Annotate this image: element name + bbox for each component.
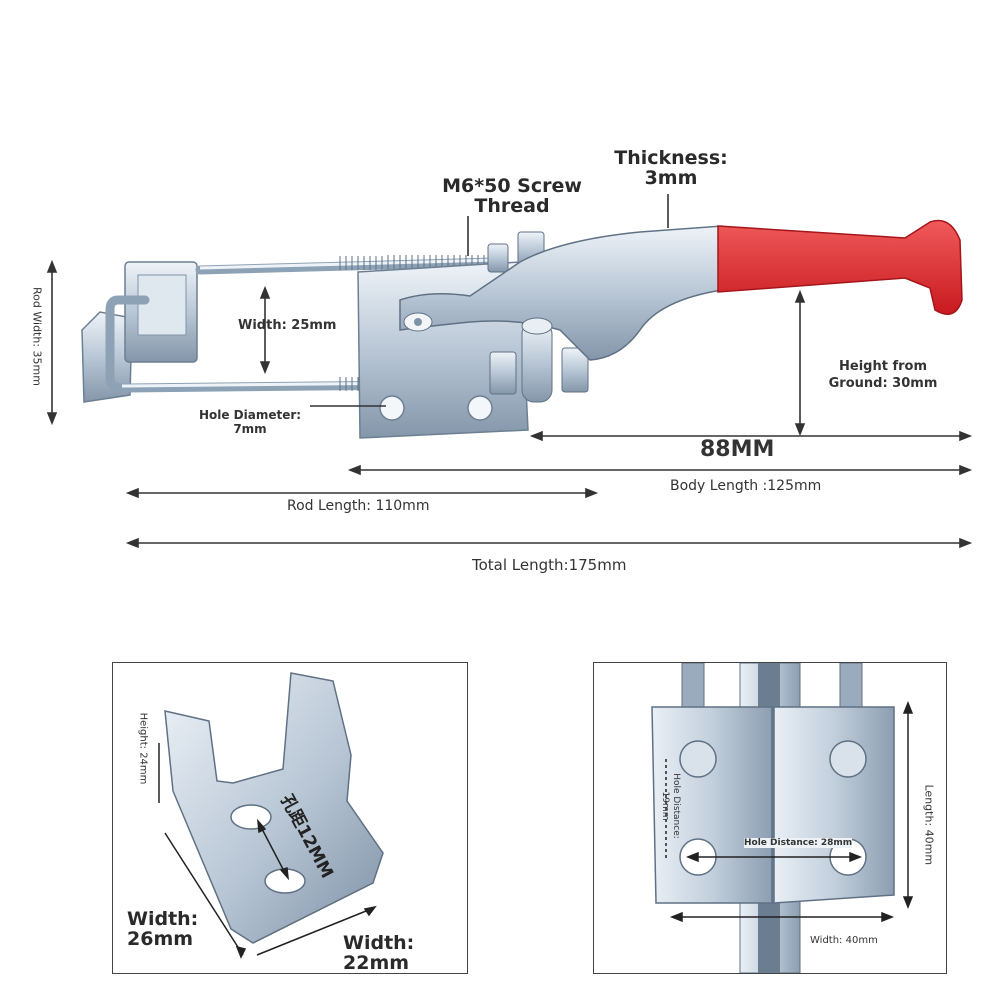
hole-distance-19-label: Hole Distance: 19mm	[659, 768, 681, 844]
thickness-line2: 3mm	[644, 167, 698, 189]
rod-width-label: Rod Width: 35mm	[30, 287, 44, 386]
hook-detail-panel: Height: 24mm 孔距12MM Width: 26mm Width: 2…	[112, 662, 468, 974]
height-line1: Height from	[839, 359, 927, 374]
screw-thread-line2: Thread	[474, 195, 550, 217]
thickness-label: Thickness: 3mm	[606, 148, 736, 188]
length-88-label: 88MM	[700, 437, 775, 462]
screw-thread-line1: M6*50 Screw	[442, 175, 582, 197]
body-length-label: Body Length :125mm	[670, 478, 822, 494]
hole-diameter-line2: 7mm	[233, 422, 267, 436]
hook-detail-illustration	[158, 672, 384, 959]
base-length-label: Length: 40mm	[922, 784, 936, 866]
lever	[399, 225, 723, 361]
height-label: Height from Ground: 30mm	[820, 358, 946, 392]
thickness-line1: Thickness:	[614, 147, 728, 169]
latch-illustration	[46, 194, 973, 549]
hook-width-26-label: Width: 26mm	[127, 909, 211, 949]
base-width-label: Width: 40mm	[810, 935, 878, 946]
dimension-lines	[46, 194, 973, 549]
hook-plate	[81, 261, 198, 403]
hole-diameter-line1: Hole Diameter:	[198, 408, 302, 422]
hook-width-22-line1: Width:	[343, 932, 415, 954]
hole-distance-19-line2: 19mm	[660, 791, 670, 821]
base-detail-panel: Hole Distance: 19mm Hole Distance: 28mm …	[593, 662, 947, 974]
hook-width-26-line1: Width:	[127, 908, 199, 930]
pivot-pin	[521, 317, 553, 403]
red-handle	[717, 219, 963, 315]
hole-distance-28-label: Hole Distance: 28mm	[744, 838, 853, 848]
hole-diameter-label: Hole Diameter: 7mm	[190, 408, 310, 436]
hook-width-26-line2: 26mm	[127, 928, 194, 950]
total-length-label: Total Length:175mm	[472, 556, 627, 574]
hook-height-label: Height: 24mm	[137, 712, 149, 785]
u-rod	[105, 257, 515, 393]
screw-thread-label: M6*50 Screw Thread	[432, 176, 592, 216]
height-line2: Ground: 30mm	[828, 376, 938, 391]
hook-width-22-line2: 22mm	[343, 952, 410, 974]
rod-length-label: Rod Length: 110mm	[287, 498, 430, 514]
hole-distance-19-line1: Hole Distance:	[671, 773, 681, 839]
width-25-label: Width: 25mm	[238, 318, 337, 333]
hook-width-22-label: Width: 22mm	[343, 933, 427, 973]
base-detail-illustration	[651, 663, 914, 973]
